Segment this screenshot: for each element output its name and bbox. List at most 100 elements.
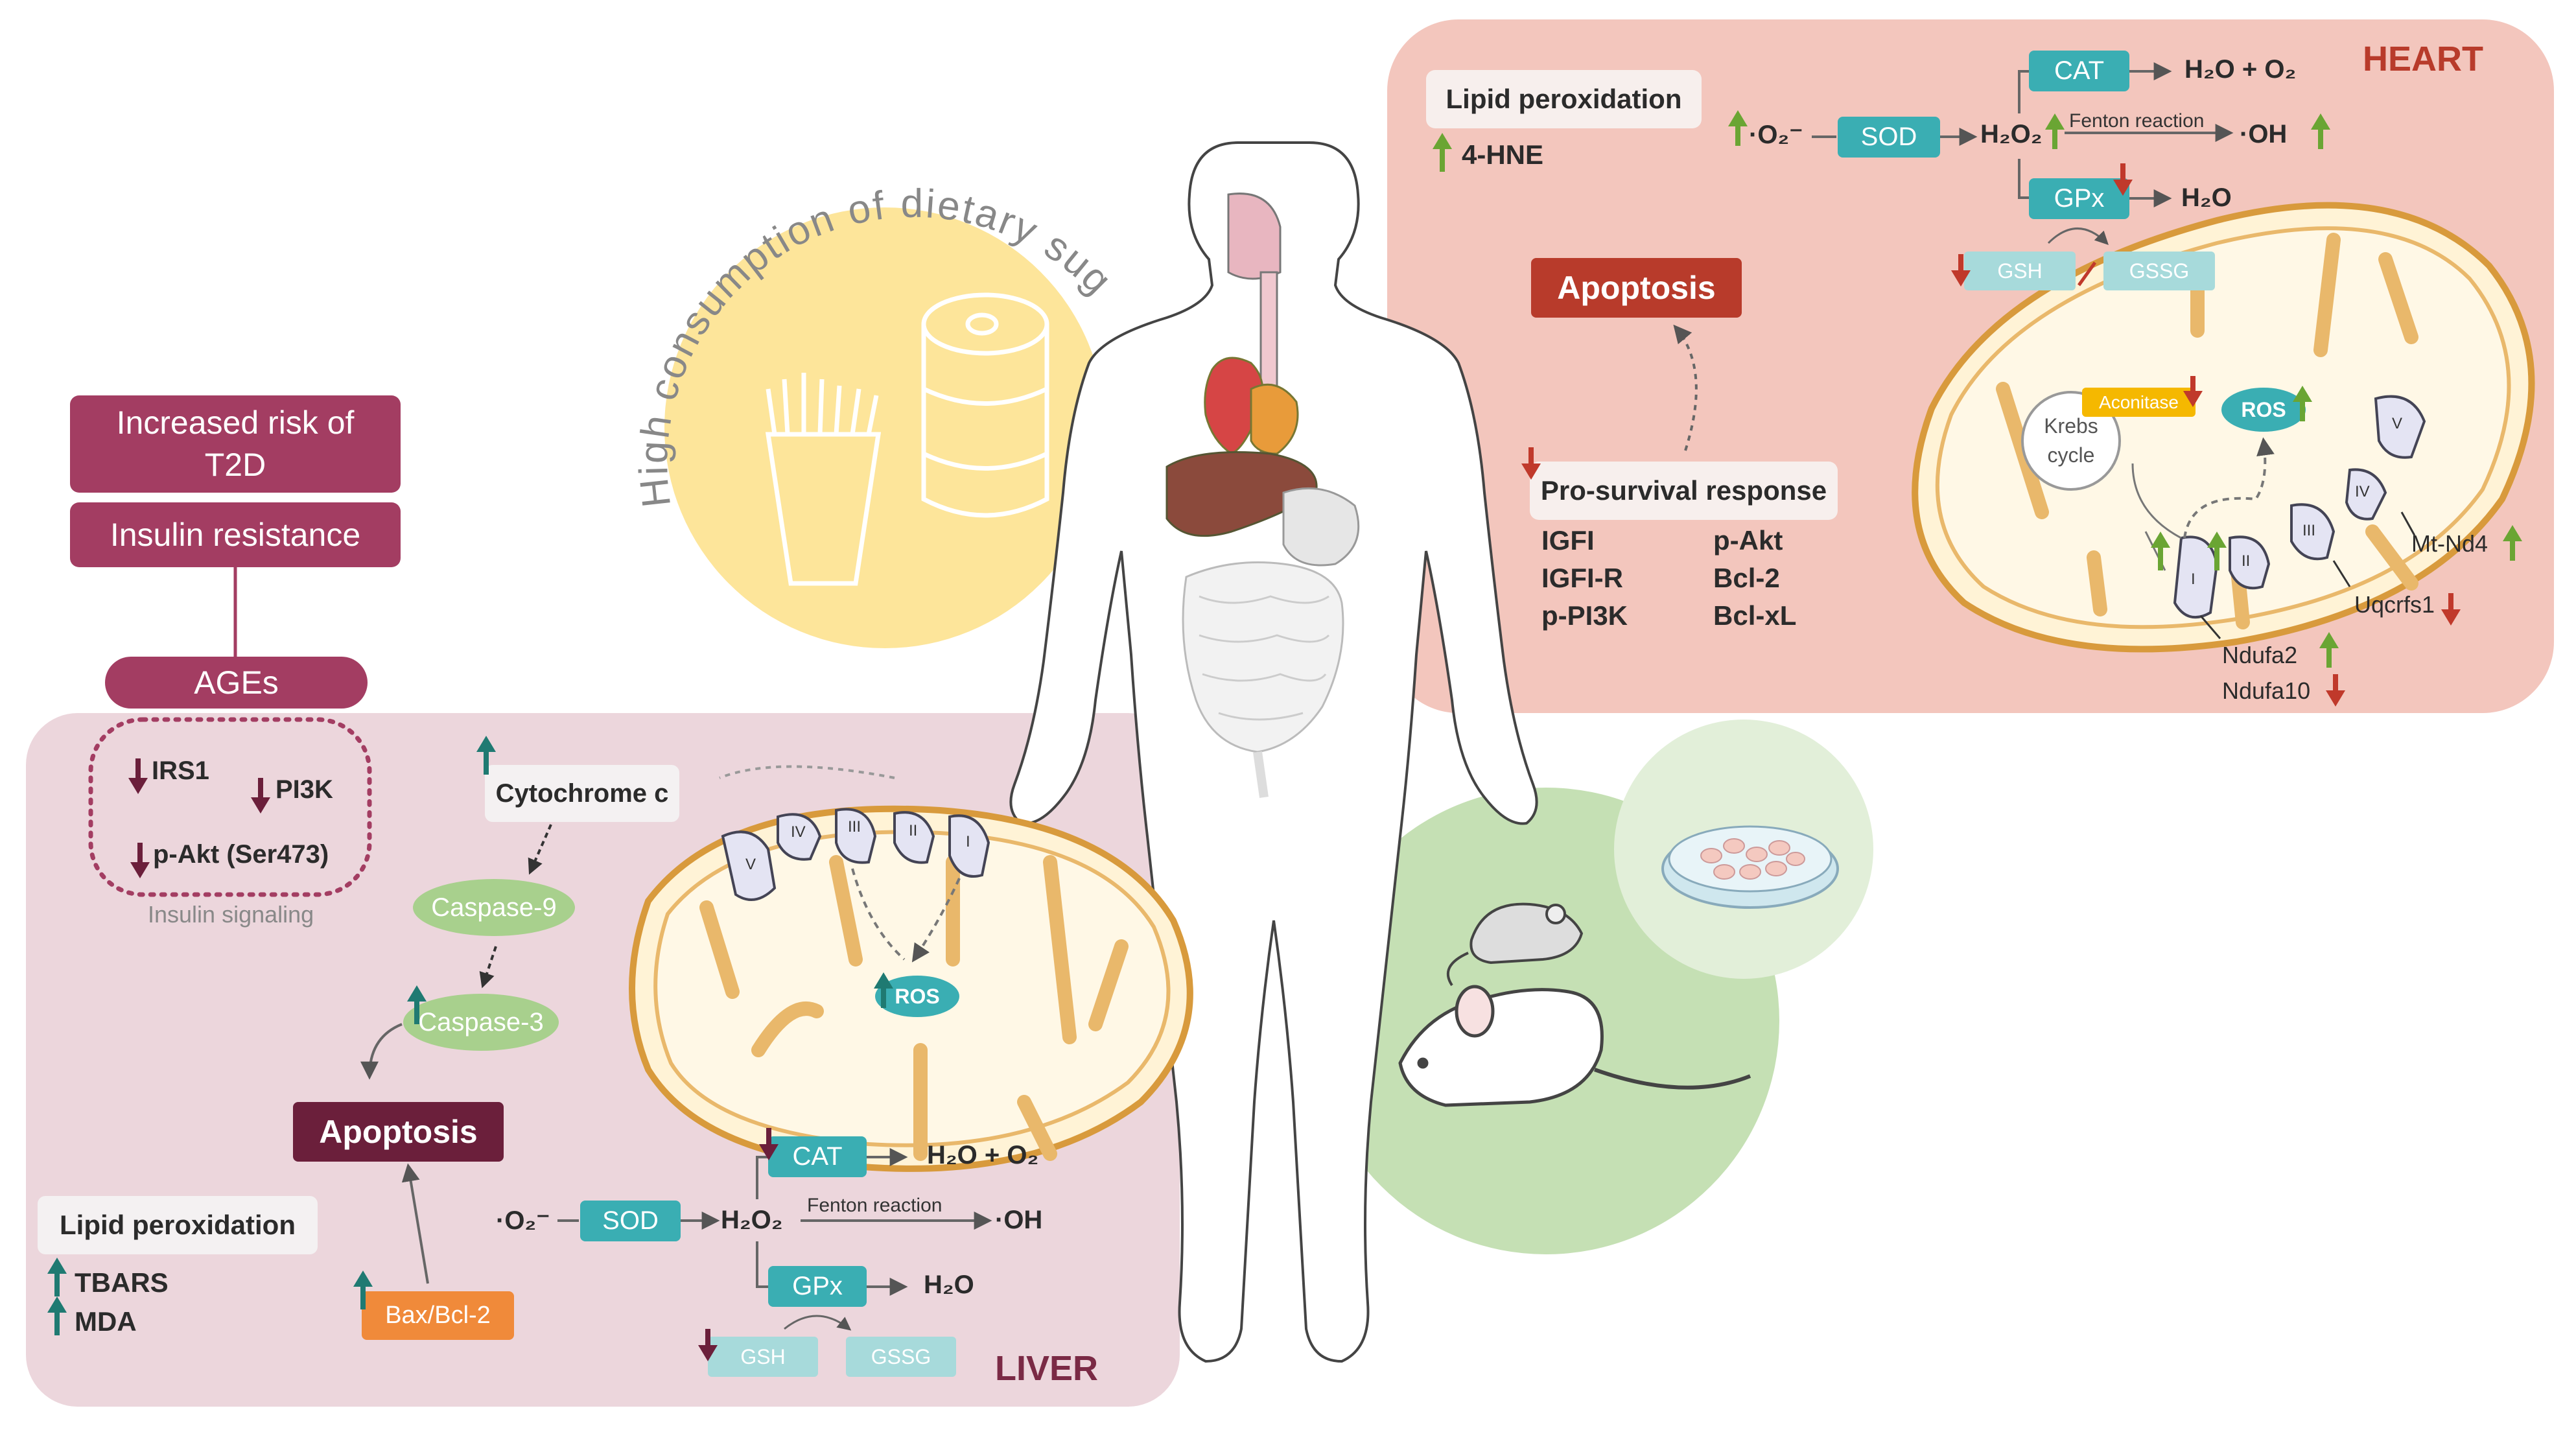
survival-bcl2: Bcl-2 — [1713, 563, 1780, 593]
liver-complex-iv — [777, 813, 822, 861]
caspase3-label: Caspase-3 — [418, 1007, 544, 1037]
heart-gpx-box — [2029, 178, 2129, 219]
liver-h2o2-label: H₂O₂ — [721, 1206, 783, 1234]
insulin-signaling-region — [88, 717, 372, 897]
survival-pakt: p-Akt — [1713, 525, 1783, 556]
ndufa-pointer — [2199, 615, 2221, 639]
heart-o2-label: ·O₂⁻ — [1749, 121, 1803, 149]
heart-ros-oval — [2221, 388, 2306, 432]
liver-ros-label: ROS — [895, 984, 940, 1008]
liver-complex-ii — [893, 811, 935, 864]
heart-complex-iv — [2345, 468, 2387, 521]
cytochrome-release-arrow — [719, 765, 895, 779]
liver-apoptosis-box — [293, 1102, 504, 1162]
liver-gpx-label: GPx — [792, 1272, 843, 1300]
liver-complex-v-label: V — [745, 856, 756, 873]
heart-cat-box — [2029, 51, 2129, 91]
liver-ros-arrows — [851, 868, 961, 959]
heart-gsh-arc — [2047, 228, 2109, 245]
heart-oh-label: ·OH — [2240, 120, 2288, 148]
heart-apoptosis-box — [1531, 258, 1742, 318]
caspase9-oval — [413, 879, 575, 936]
liver-cat-label: CAT — [792, 1142, 843, 1171]
insulin-resistance-box — [70, 502, 401, 567]
human-body-outline — [1009, 141, 1538, 1363]
heart-lipid-box — [1426, 70, 1702, 128]
heart-complex-i — [2173, 535, 2219, 619]
heart-cat-label: CAT — [2054, 56, 2105, 85]
liver-cat-product: H₂O + O₂ — [927, 1141, 1039, 1169]
liver-gpx-box — [768, 1266, 867, 1307]
liver-oh-label: ·OH — [995, 1206, 1043, 1234]
heart-gssg-box — [2103, 252, 2215, 290]
soda-can-icon — [921, 292, 1049, 518]
arrow-bax-apoptosis — [401, 1163, 429, 1284]
heart-gsh-label: GSH — [1997, 259, 2043, 283]
liver-sod-label: SOD — [602, 1206, 659, 1235]
liver-lipid-box — [38, 1196, 318, 1254]
heart-h2o2-label: H₂O₂ — [1980, 120, 2043, 148]
liver-complex-ii-label: II — [909, 822, 918, 839]
heart-gpx-product: H₂O — [2181, 183, 2232, 212]
heart-gpx-branch — [2018, 159, 2032, 199]
liver-fenton-label: Fenton reaction — [807, 1195, 943, 1216]
small-mouse-icon — [1446, 902, 1584, 987]
heart-cat-product: H₂O + O₂ — [2184, 55, 2297, 84]
liver-complex-v — [721, 830, 777, 901]
ndufa10-label: Ndufa10 — [2222, 677, 2311, 704]
uqcrfs1-label: Uqcrfs1 — [2354, 591, 2435, 618]
heart-lipid-label: Lipid peroxidation — [1446, 84, 1682, 114]
ages-box — [105, 657, 368, 709]
survival-ppi3k: p-PI3K — [1541, 600, 1628, 631]
mtnd4-label: Mt-Nd4 — [2411, 530, 2488, 557]
bax-label: Bax/Bcl-2 — [385, 1302, 491, 1329]
heart-gsh-box — [1964, 252, 2076, 290]
heart-sod-label: SOD — [1860, 123, 1917, 151]
pi3k-label: PI3K — [275, 775, 333, 804]
irs1-label: IRS1 — [152, 756, 209, 785]
pro-survival-box — [1530, 462, 1838, 520]
liver-apoptosis-label: Apoptosis — [319, 1114, 478, 1150]
ndufa2-label: Ndufa2 — [2222, 642, 2298, 668]
heart-gpx-label: GPx — [2054, 184, 2105, 213]
petri-dish-icon — [1661, 825, 1839, 909]
risk-label: Increased risk of T2D — [70, 395, 401, 493]
liver-complex-i — [948, 814, 990, 878]
heart-sod-box — [1838, 117, 1940, 158]
heart-ros-label: ROS — [2241, 397, 2286, 421]
liver-gssg-label: GSSG — [871, 1344, 931, 1368]
heart-complex-iii-label: III — [2302, 522, 2316, 539]
arrow-casp9-casp3 — [479, 946, 497, 989]
tbars-label: TBARS — [75, 1267, 169, 1298]
mtnd4-pointer — [2400, 511, 2416, 536]
pro-survival-label: Pro-survival response — [1540, 475, 1827, 506]
heart-complex-iv-label: IV — [2355, 483, 2370, 500]
cytochrome-c-label: Cytochrome c — [495, 779, 669, 808]
liver-label: LIVER — [995, 1349, 1099, 1388]
caspase3-oval — [403, 994, 559, 1051]
insulin-resistance-label: Insulin resistance — [110, 517, 361, 553]
heart-survival-apoptosis-arrow — [1673, 324, 1698, 451]
heart-complex-ii-label: II — [2242, 552, 2251, 570]
heart-apoptosis-label: Apoptosis — [1557, 270, 1716, 306]
ages-label: AGEs — [194, 664, 279, 701]
aconitase-label: Aconitase — [2099, 392, 2179, 412]
heart-label: HEART — [2363, 40, 2483, 78]
survival-igfir: IGFI-R — [1541, 563, 1623, 593]
organs-icon — [1165, 193, 1360, 798]
liver-gsh-box — [708, 1337, 818, 1377]
survival-igfi: IGFI — [1541, 525, 1595, 556]
heart-complex-i-label: I — [2191, 570, 2195, 588]
krebs-line-1: Krebs — [2044, 414, 2098, 438]
liver-gpx-branch — [756, 1241, 768, 1288]
survival-bclxl: Bcl-xL — [1713, 600, 1797, 631]
risk-line-2: T2D — [204, 447, 266, 483]
fries-icon — [765, 373, 882, 586]
heart-mitochondrion — [1912, 202, 2535, 653]
heart-complexes — [2173, 395, 2426, 619]
liver-gpx-product: H₂O — [924, 1271, 974, 1299]
heart-cat-branch — [2018, 70, 2032, 113]
arrow-casp3-apoptosis — [360, 1023, 403, 1080]
indicator-arrows — [47, 110, 2522, 1361]
